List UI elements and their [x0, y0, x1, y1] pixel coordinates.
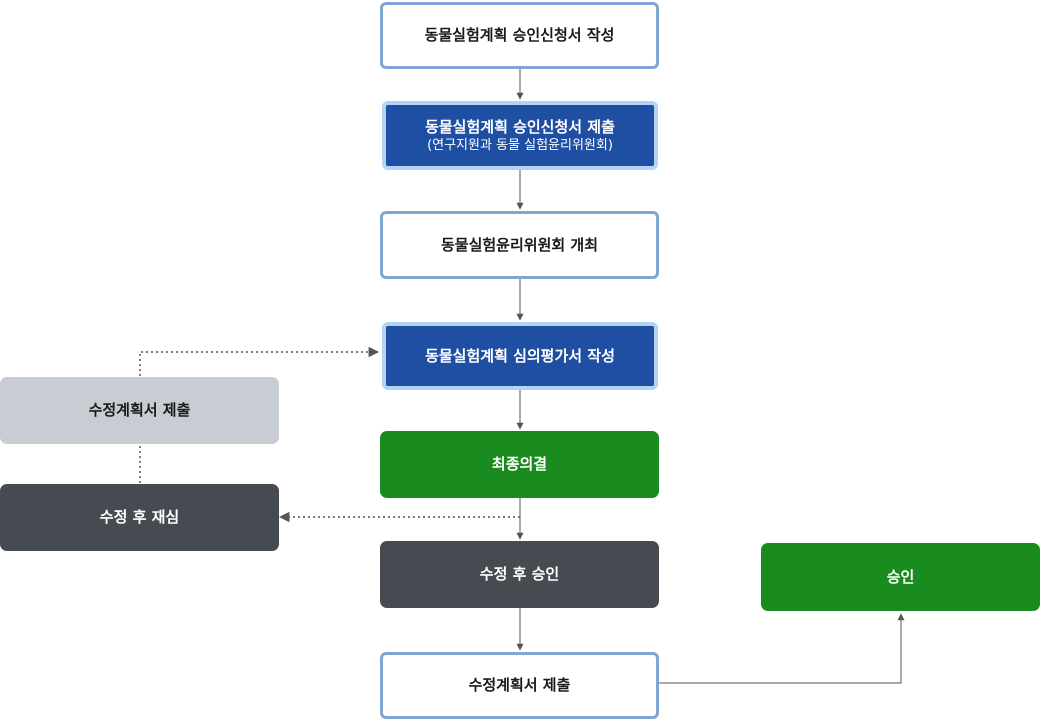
- submit-revised-plan-node: 수정계획서 제출: [380, 652, 659, 719]
- committee-meeting-node: 동물실험윤리위원회 개최: [380, 211, 659, 279]
- submit-application-node: 동물실험계획 승인신청서 제출 (연구지원과 동물 실험윤리위원회): [382, 101, 658, 170]
- write-application-label: 동물실험계획 승인신청서 작성: [424, 26, 615, 45]
- write-application-node: 동물실험계획 승인신청서 작성: [380, 2, 659, 69]
- approval-label: 승인: [886, 567, 915, 586]
- approval-after-revision-label: 수정 후 승인: [479, 565, 560, 584]
- dotted-arrow-resubmit-to-review: [139, 346, 380, 376]
- approval-node: 승인: [761, 543, 1040, 611]
- rereview-after-revision-label: 수정 후 재심: [99, 508, 180, 527]
- submit-revised-plan-label: 수정계획서 제출: [468, 676, 571, 695]
- final-decision-label: 최종의결: [491, 455, 548, 474]
- resubmit-revised-plan-label: 수정계획서 제출: [88, 401, 191, 420]
- submit-application-sublabel: (연구지원과 동물 실험윤리위원회): [427, 137, 613, 153]
- write-review-label: 동물실험계획 심의평가서 작성: [425, 346, 615, 365]
- committee-meeting-label: 동물실험윤리위원회 개최: [440, 235, 599, 254]
- arrow-revised-plan-to-approval: [659, 613, 905, 684]
- rereview-after-revision-node: 수정 후 재심: [0, 484, 279, 551]
- resubmit-revised-plan-node: 수정계획서 제출: [0, 377, 279, 444]
- write-review-node: 동물실험계획 심의평가서 작성: [382, 322, 658, 390]
- approval-after-revision-node: 수정 후 승인: [380, 541, 659, 608]
- final-decision-node: 최종의결: [380, 431, 659, 498]
- submit-application-label: 동물실험계획 승인신청서 제출: [425, 117, 615, 136]
